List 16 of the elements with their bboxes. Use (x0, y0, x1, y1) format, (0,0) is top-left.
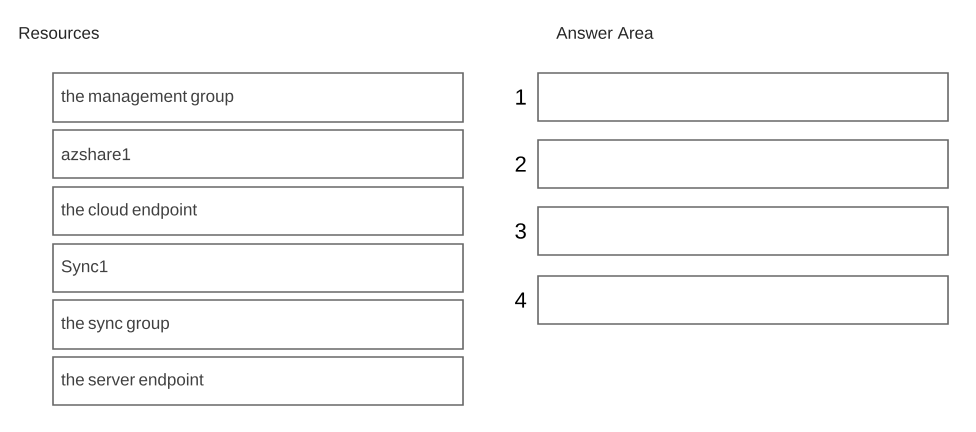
resource-box: the management group (52, 72, 464, 123)
resource-box: Sync1 (52, 243, 464, 293)
resource-box: the cloud endpoint (52, 186, 464, 236)
section-heading: Answer Area (556, 27, 654, 39)
resource-box: azshare1 (52, 129, 464, 179)
item-number: 4 (515, 292, 526, 308)
section-heading: Resources (20, 27, 99, 39)
answer-box (537, 275, 949, 325)
resource-box: the sync group (52, 299, 464, 350)
item-number: 1 (516, 89, 526, 105)
answer-box (537, 206, 949, 256)
item-number: 3 (515, 223, 526, 239)
answer-box (537, 139, 949, 189)
item-number: 2 (516, 156, 526, 172)
answer-box (537, 72, 949, 122)
resource-box: the server endpoint (52, 356, 464, 406)
